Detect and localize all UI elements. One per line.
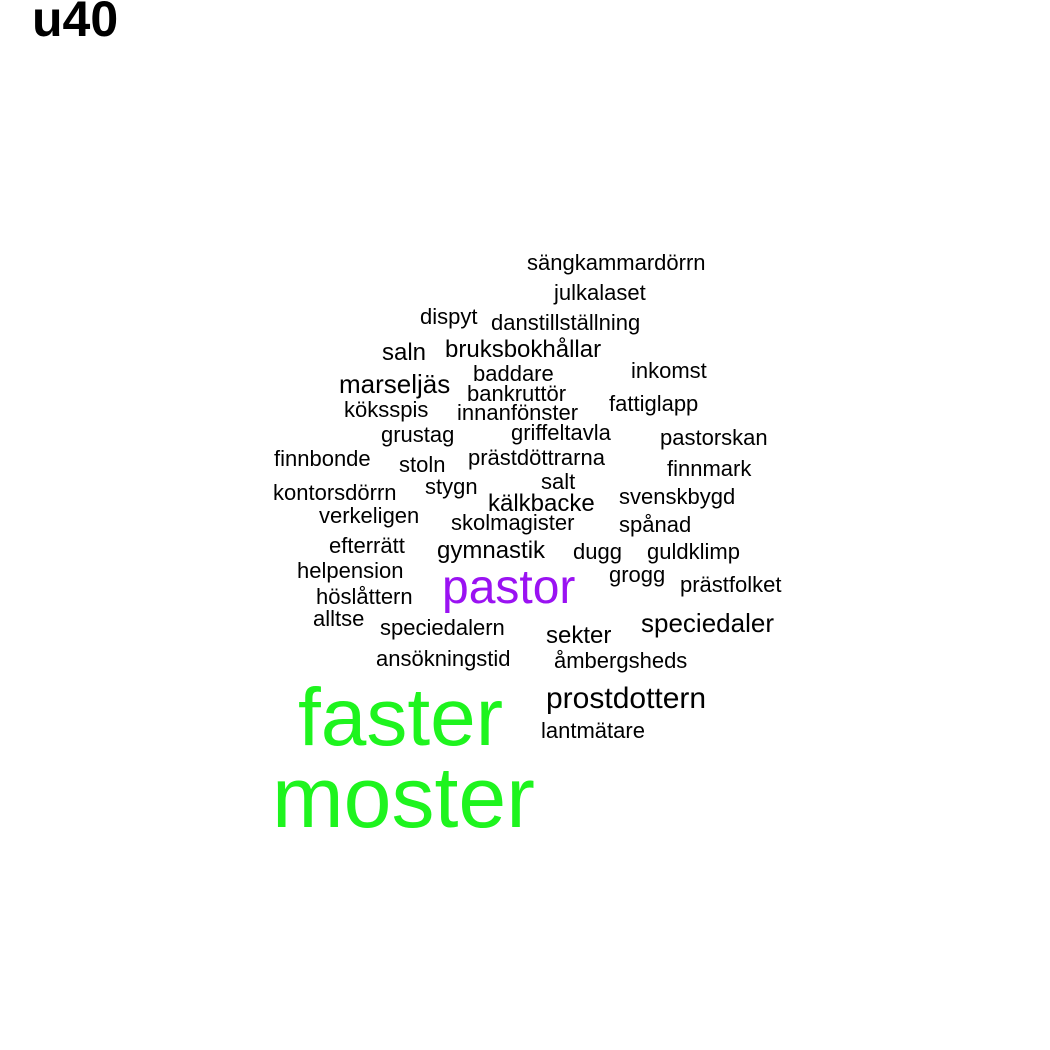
cloud-word: speciedalern <box>380 615 505 640</box>
cloud-word: fattiglapp <box>609 391 699 416</box>
cloud-word: gymnastik <box>437 537 546 564</box>
cloud-word: skolmagister <box>451 510 575 535</box>
cloud-word: salt <box>541 469 576 494</box>
cloud-word: bankruttör <box>467 381 567 406</box>
cloud-word: guldklimp <box>647 539 740 564</box>
cloud-word: grogg <box>609 562 666 587</box>
cloud-word: prästfolket <box>680 572 782 597</box>
cloud-word: finnbonde <box>274 446 371 471</box>
cloud-word: stoln <box>399 452 446 477</box>
cloud-word: köksspis <box>344 397 429 422</box>
cloud-word: bruksbokhållar <box>445 336 602 363</box>
cloud-word: kontorsdörrn <box>273 480 397 505</box>
cloud-word: pastorskan <box>660 425 768 450</box>
cloud-word: dispyt <box>420 304 478 329</box>
page-title: u40 <box>32 0 119 47</box>
cloud-word: svenskbygd <box>619 484 736 509</box>
cloud-word: julkalaset <box>554 280 646 305</box>
cloud-word: kälkbacke <box>488 490 595 517</box>
cloud-word: alltse <box>313 606 365 631</box>
cloud-word: sängkammardörrn <box>527 250 706 275</box>
cloud-word: ansökningstid <box>376 646 511 671</box>
cloud-word: marseljäs <box>339 369 451 399</box>
cloud-word: efterrätt <box>329 533 405 558</box>
cloud-word: speciedaler <box>641 608 774 638</box>
cloud-word: prostdottern <box>546 682 707 715</box>
cloud-word: lantmätare <box>541 718 645 743</box>
cloud-word: åmbergsheds <box>554 648 688 673</box>
cloud-word: danstillställning <box>491 310 641 335</box>
cloud-word: saln <box>382 339 427 366</box>
cloud-word: dugg <box>573 539 622 564</box>
cloud-word: pastor <box>442 561 576 614</box>
cloud-word: finnmark <box>667 456 752 481</box>
cloud-word: moster <box>272 750 535 846</box>
cloud-word: prästdöttrarna <box>468 445 605 470</box>
cloud-word: grustag <box>381 422 455 447</box>
cloud-word: baddare <box>473 361 554 386</box>
cloud-word: faster <box>298 672 504 763</box>
cloud-word: innanfönster <box>457 400 579 425</box>
cloud-word: inkomst <box>631 358 707 383</box>
cloud-word: stygn <box>425 474 478 499</box>
cloud-word: verkeligen <box>319 503 420 528</box>
cloud-word: sekter <box>546 622 612 649</box>
cloud-word: spånad <box>619 512 692 537</box>
cloud-word: helpension <box>297 558 404 583</box>
cloud-word: höslåttern <box>316 584 413 609</box>
cloud-word: griffeltavla <box>511 420 611 445</box>
